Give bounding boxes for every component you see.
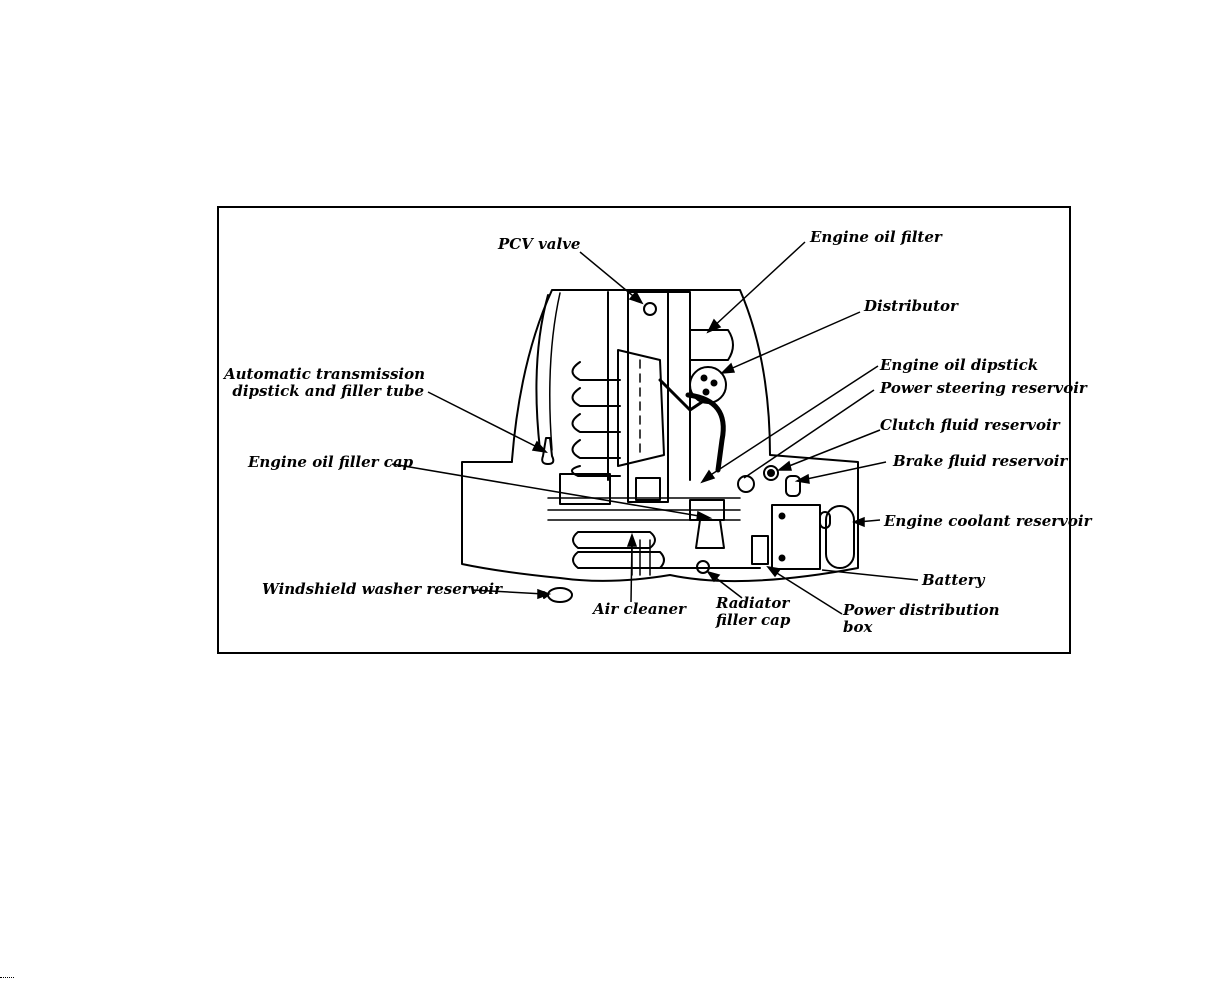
label-clutch-fluid-reservoir: Clutch fluid reservoir: [880, 416, 1060, 434]
brake-reservoir-shape: [785, 475, 801, 497]
label-battery: Battery: [922, 571, 985, 589]
coolant-reservoir-shape: [825, 505, 855, 569]
label-engine-oil-dipstick: Engine oil dipstick: [880, 356, 1039, 374]
fender-line: [549, 292, 561, 451]
label-brake-fluid-reservoir: Brake fluid reservoir: [893, 452, 1068, 470]
label-power-steering-reservoir: Power steering reservoir: [880, 379, 1087, 397]
power-dist-box-shape: [751, 535, 769, 565]
label-engine-coolant-reservoir: Engine coolant reservoir: [884, 512, 1092, 530]
intake-column: [627, 291, 669, 503]
clutch-reservoir-shape: [763, 465, 779, 481]
leader-lines: [391, 241, 919, 615]
page-corner-mark: [0, 977, 14, 978]
radiator-cap-shape: [696, 560, 710, 574]
label-auto-transmission: Automatic transmission dipstick and fill…: [224, 365, 426, 400]
label-distributor: Distributor: [864, 297, 958, 315]
label-engine-oil-filler-cap: Engine oil filler cap: [248, 453, 414, 471]
washer-reservoir-shape: [547, 587, 573, 603]
label-radiator-line1: Radiator: [716, 594, 790, 612]
battery-shape: [771, 504, 821, 570]
label-power-dist-line2: box: [843, 618, 873, 636]
fender-line: [535, 294, 549, 451]
label-auto-transmission-line2: dipstick and filler tube: [232, 382, 424, 400]
air-cleaner-shape: [572, 531, 656, 549]
label-windshield-washer-reservoir: Windshield washer reservoir: [262, 580, 502, 598]
compartment-outline: [461, 289, 859, 583]
label-radiator-filler-cap: Radiator filler cap: [716, 595, 790, 629]
diagram-frame: [217, 206, 1071, 654]
intake-runners: [571, 361, 621, 477]
hose: [685, 392, 726, 473]
label-power-dist-line1: Power distribution: [843, 601, 1000, 619]
trans-dipstick-shape: [541, 437, 555, 465]
engine-block: [559, 473, 611, 505]
label-air-cleaner: Air cleaner: [593, 600, 686, 618]
pcv-valve-shape: [643, 302, 657, 316]
plenum: [617, 349, 665, 467]
oil-filter-shape: [689, 329, 734, 361]
label-engine-oil-filter: Engine oil filter: [810, 228, 942, 246]
label-radiator-line2: filler cap: [716, 611, 791, 629]
label-power-distribution-box: Power distribution box: [843, 602, 1000, 636]
label-pcv-valve: PCV valve: [498, 235, 581, 253]
label-auto-transmission-line1: Automatic transmission: [224, 365, 426, 383]
